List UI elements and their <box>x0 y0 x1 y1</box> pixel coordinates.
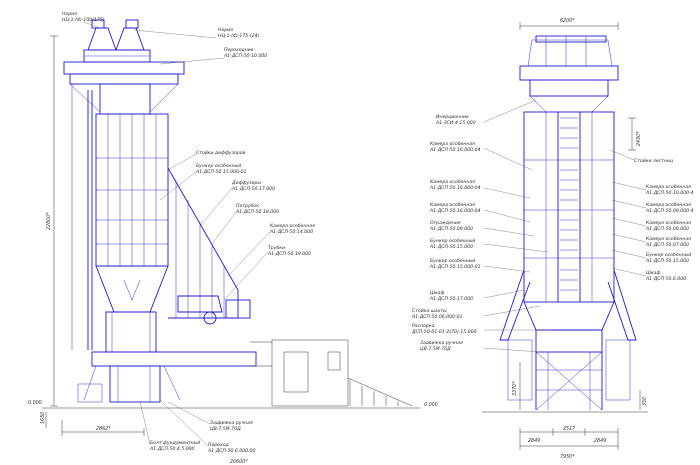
callout-guard-l1: Ограждение <box>430 220 461 226</box>
callout-hopper-l2: А1-ДСП-50.15.000-01 <box>195 169 247 175</box>
left-callout-labels: Нория НЦ-1-(4)-100(175) Нория НЦ-1-(4)-1… <box>28 11 438 465</box>
right-elevation-view <box>482 22 648 450</box>
callout-tubes-l2: А1-ДСП-50.19.000 <box>267 251 311 257</box>
top-platform <box>63 61 185 115</box>
callout-hopper-1-l2: А1-ДСП-50.15.000 <box>429 244 473 250</box>
callout-noria-left-l1: Нория <box>62 11 77 17</box>
hopper-cone <box>95 265 169 353</box>
callout-chamber-r2-l2: А1-ДСП-50.09.000-4 <box>645 208 694 214</box>
callout-chamber-3-l1: Камера особенная <box>430 202 475 208</box>
callout-inertial-l2: А1-ЗСИ-4-15.000 <box>435 120 476 126</box>
callout-chamber-r3-l2: А1-ДСП-50.08.000 <box>645 226 689 232</box>
right-leader-lines <box>483 99 647 353</box>
callout-adapter-l1: Переходник <box>224 47 254 53</box>
callout-noria-left-l2: НЦ-1-(4)-100(175) <box>62 17 105 23</box>
dim-side-small: 350 <box>642 397 648 406</box>
callout-cabinet-l1: Шкаф <box>430 290 445 296</box>
dim-total-width: 20600* <box>230 459 248 465</box>
callout-chamber-r1-l2: А1-ДСП-50.10.000-4 <box>645 190 694 196</box>
callout-chamber-1-l2: А1-ДСП-50.16.000-04 <box>429 147 481 153</box>
left-leader-lines <box>83 21 271 447</box>
callout-anchor-bolt-l1: Болт фундаментный <box>150 440 200 446</box>
callout-chamber-1-l1: Камера особенная <box>430 141 475 147</box>
callout-inertial-l1: Инерционник <box>436 114 469 120</box>
callout-shaft-post-l2: А1-ДСП-50.06.000-01 <box>411 314 463 320</box>
callout-hopper-2-l2: А1-ДСП-50.15.000-01 <box>429 264 481 270</box>
callout-noria-top-l2: НЦ-1-(4)-175-(24) <box>218 33 259 39</box>
building <box>250 339 413 407</box>
callout-branch-pipe-l2: А1-ДСП-50.18.000 <box>235 209 279 215</box>
callout-cabinet-r-l1: Шкаф <box>646 270 661 276</box>
dim-top-height: 2430* <box>636 131 642 146</box>
right-shaft <box>523 111 615 303</box>
callout-adapter-l2: А1-ДСП-50-10.000 <box>223 53 267 59</box>
dim-top-width: 6200* <box>560 18 575 24</box>
callout-noria-top-l1: Нория <box>218 27 233 33</box>
callout-manual-gate-r-l2: ЦВ-7.5М-70Д <box>420 346 451 352</box>
dim-base-width: 7950* <box>560 454 575 460</box>
callout-cabinet-r-l2: А1-ДСП-50.6.000 <box>645 276 686 282</box>
callout-chamber-r4-l2: А1-ДСП-50.07.000 <box>645 242 689 248</box>
main-tower <box>71 84 169 350</box>
left-dimension-lines <box>45 35 145 436</box>
callout-hopper-1-l1: Бункер особенный <box>430 238 475 244</box>
callout-branch-pipe-l1: Патрубок <box>236 203 259 209</box>
dim-base: 1650 <box>40 412 46 424</box>
callout-chamber-l1: Камера особенная <box>270 223 315 229</box>
dim-side-height: 3370* <box>512 381 518 396</box>
callout-hopper-r-l2: А1-ДСП-50.15.000 <box>645 258 689 264</box>
callout-tubes-l1: Трубки <box>268 245 285 251</box>
callout-hopper-2-l1: Бункер особенный <box>430 258 475 264</box>
callout-diffuser-posts-l1: Стойки диффузоров <box>196 150 246 156</box>
callout-transition-l2: А1-ДСП-50.6.000.00 <box>207 448 255 454</box>
callout-manual-gate-l1: Задвижка ручная <box>210 420 253 426</box>
callout-anchor-bolt-l2: А1-ДСП-50.4.5.000 <box>149 446 195 452</box>
right-callout-labels: Инерционник А1-ЗСИ-4-15.000 Камера особе… <box>411 18 694 460</box>
callout-transition-l1: Переход <box>208 442 229 448</box>
dim-level-zero: 0.000 <box>28 400 42 406</box>
callout-manual-gate-l2: ЦВ-7.5М-70Д <box>210 426 241 432</box>
dim-span-1: 2849 <box>528 438 540 444</box>
right-legs <box>499 269 637 411</box>
left-elevation-view <box>42 19 420 447</box>
callout-ladder-posts-l1: Стойки лестниц <box>634 158 673 164</box>
noria-heads <box>83 19 151 63</box>
dim-total-height: 22800* <box>46 212 52 230</box>
callout-manual-gate-r-l1: Задвижка ручная <box>420 340 463 346</box>
callout-chamber-l2: А1-ДСП-50.14.000 <box>269 229 313 235</box>
callout-strut-l1: Распорка <box>412 323 435 329</box>
callout-chamber-r1-l1: Камера особенная <box>646 184 691 190</box>
callout-chamber-2-l2: А1-ДСП-50.16.000-04 <box>429 185 481 191</box>
callout-diffusers-l1: Диффузоры <box>231 180 261 186</box>
callout-strut-l2: ДСП-50-01-01-2(70)-15.000 <box>411 329 477 335</box>
diffuser-section <box>167 167 251 325</box>
callout-chamber-3-l2: А1-ДСП-50.16.000-04 <box>429 208 481 214</box>
callout-chamber-r4-l1: Камера особенная <box>646 236 691 242</box>
right-top-head <box>519 35 619 113</box>
callout-cabinet-l2: А1-ДСП-50.17.000 <box>429 296 473 302</box>
dim-level-right: 0.000 <box>424 402 438 408</box>
callout-diffusers-l2: А1-ДСП-50.17.000 <box>231 186 275 192</box>
left-base <box>77 351 257 403</box>
callout-hopper-l1: Бункер особенный <box>196 163 241 169</box>
dim-span-3: 2849 <box>594 438 606 444</box>
callout-chamber-2-l1: Камера особенная <box>430 179 475 185</box>
callout-guard-l2: А1-ДСП-50.09.000 <box>429 226 473 232</box>
callout-shaft-post-l1: Стойка шахты <box>412 308 447 314</box>
dim-span-2: 2517 <box>563 426 575 432</box>
right-dimension-lines <box>519 22 641 450</box>
dim-foot: 2862* <box>96 426 111 432</box>
callout-chamber-r3-l1: Камера особенная <box>646 220 691 226</box>
callout-chamber-r2-l1: Камера особенная <box>646 202 691 208</box>
callout-hopper-r-l1: Бункер особенный <box>646 252 691 258</box>
